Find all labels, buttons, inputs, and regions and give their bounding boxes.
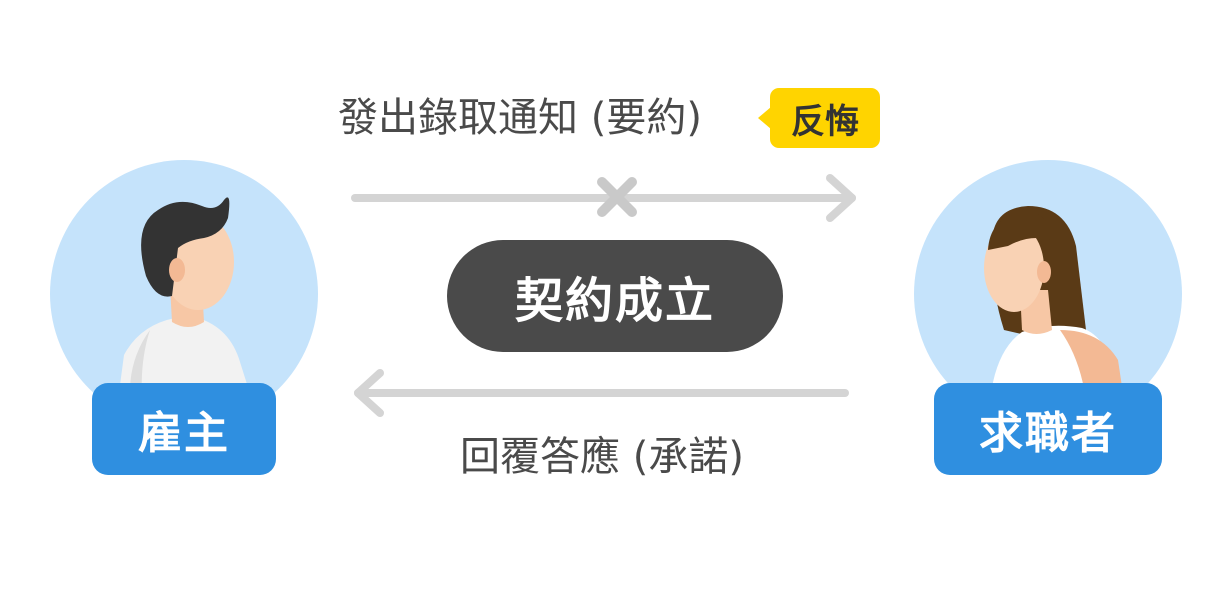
employer-avatar <box>50 160 318 428</box>
acceptance-arrow <box>354 369 849 417</box>
cross-icon <box>597 177 637 217</box>
offer-arrow <box>351 174 856 222</box>
acceptance-label: 回覆答應 (承諾) <box>460 434 744 480</box>
job-seeker-badge: 求職者 <box>934 383 1162 475</box>
regret-badge: 反悔 <box>758 88 880 148</box>
contract-formed-pill: 契約成立 <box>447 240 783 352</box>
job-seeker-avatar <box>914 160 1182 428</box>
offer-label: 發出錄取通知 (要約) <box>338 95 702 141</box>
employer-badge: 雇主 <box>92 383 276 475</box>
